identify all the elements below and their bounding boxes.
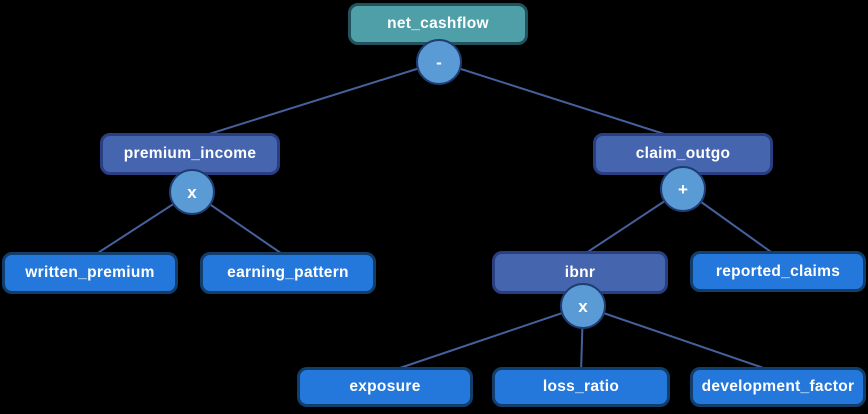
edge-net-cashflow-claim-outgo xyxy=(438,61,684,141)
node-exposure: exposure xyxy=(297,367,473,407)
node-label: earning_pattern xyxy=(227,264,349,281)
node-label: exposure xyxy=(349,378,421,395)
node-label: loss_ratio xyxy=(542,378,620,395)
node-label: development_factor xyxy=(701,378,855,395)
edge-ibnr-development-factor xyxy=(582,305,779,374)
node-earning-pattern: earning_pattern xyxy=(200,252,376,294)
operator-symbol: x xyxy=(187,182,197,202)
node-label: ibnr xyxy=(564,263,596,281)
operator-symbol: - xyxy=(436,52,442,72)
node-label: written_premium xyxy=(25,264,155,281)
operator-multiply-icon: x xyxy=(169,169,215,215)
edge-ibnr-exposure xyxy=(384,305,584,374)
node-reported-claims: reported_claims xyxy=(690,251,866,292)
operator-subtract-icon: - xyxy=(416,39,462,85)
operator-symbol: + xyxy=(678,179,688,199)
operator-multiply-icon: x xyxy=(560,283,606,329)
operator-add-icon: + xyxy=(660,166,706,212)
node-development-factor: development_factor xyxy=(690,367,866,407)
node-label: claim_outgo xyxy=(635,145,731,162)
operator-symbol: x xyxy=(578,296,588,316)
edge-net-cashflow-premium-income xyxy=(189,61,440,141)
node-label: premium_income xyxy=(123,145,257,162)
node-label: reported_claims xyxy=(715,262,841,280)
node-written-premium: written_premium xyxy=(2,252,178,294)
node-loss-ratio: loss_ratio xyxy=(492,367,670,407)
node-label: net_cashflow xyxy=(387,15,489,32)
